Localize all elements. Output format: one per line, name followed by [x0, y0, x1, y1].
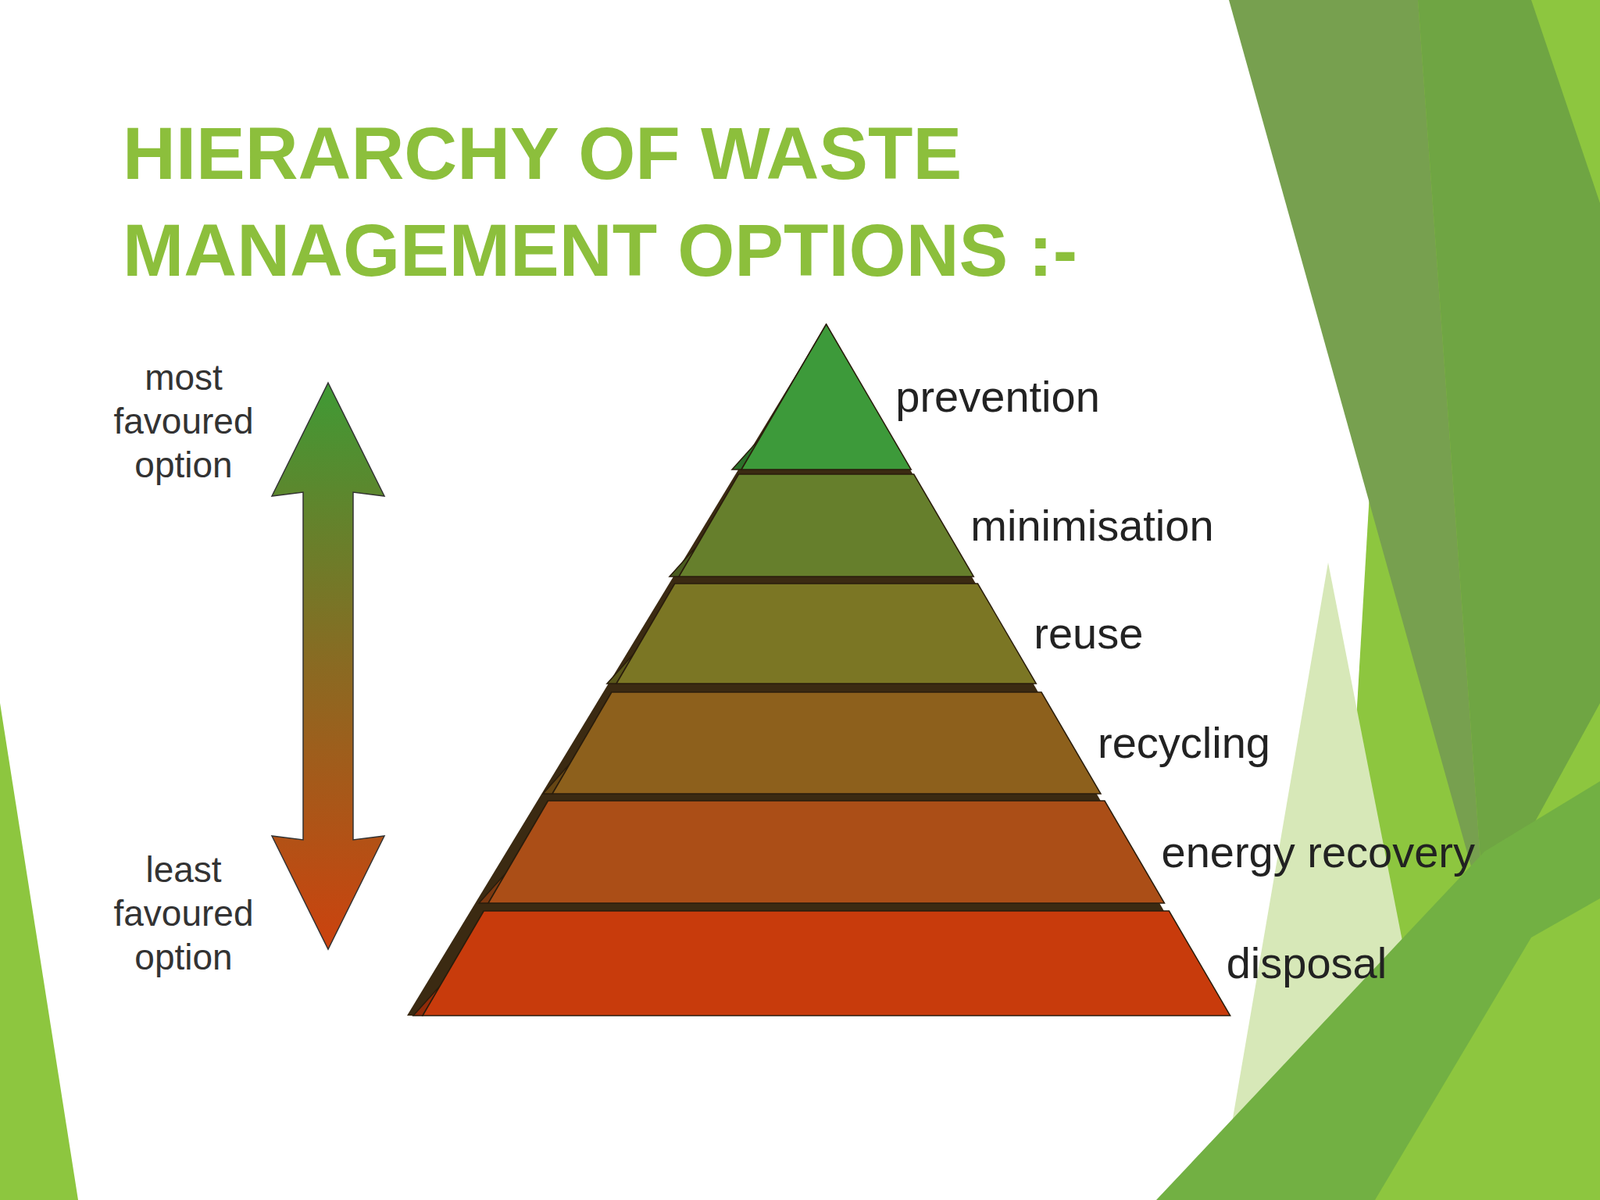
- band-shape: [413, 910, 1231, 1016]
- double-arrow: [271, 382, 385, 950]
- band-label: reuse: [1033, 608, 1146, 659]
- pyramid-band: energy recovery: [478, 800, 1165, 904]
- band-front: [741, 324, 911, 470]
- band-shape: [669, 474, 974, 577]
- band-front: [552, 692, 1101, 794]
- pyramid-band: disposal: [413, 910, 1231, 1016]
- label-block: most favoured option: [82, 355, 286, 487]
- option-label: least favoured option: [82, 847, 286, 979]
- band-front: [422, 910, 1231, 1016]
- band-shape: [478, 800, 1165, 904]
- pyramid-band: recycling: [542, 692, 1101, 794]
- band-shape: [732, 324, 911, 470]
- title-block: HIERARCHY OF WASTE MANAGEMENT OPTIONS :-: [122, 105, 1139, 300]
- band-label: minimisation: [970, 500, 1216, 551]
- band-label: prevention: [895, 371, 1102, 422]
- band-shape: [607, 583, 1036, 684]
- band-front: [678, 474, 974, 577]
- band-front: [488, 800, 1165, 904]
- pyramid-band: reuse: [607, 583, 1036, 684]
- green-sliver: [1417, 0, 1600, 915]
- pyramid-band: prevention: [732, 324, 911, 470]
- label-block: least favoured option: [82, 847, 286, 979]
- band-label: recycling: [1097, 717, 1272, 768]
- mid-green-sliver: [1156, 781, 1600, 1200]
- option-label: most favoured option: [82, 355, 286, 487]
- band-front: [616, 583, 1036, 684]
- band-label: disposal: [1226, 938, 1390, 989]
- bright-green-sliver: [1375, 898, 1600, 1200]
- band-label: energy recovery: [1160, 827, 1477, 878]
- band-shape: [542, 692, 1101, 794]
- left-green-sliver: [0, 703, 79, 1200]
- slide-title: HIERARCHY OF WASTE MANAGEMENT OPTIONS :-: [122, 105, 1139, 300]
- pyramid-band: minimisation: [669, 474, 974, 577]
